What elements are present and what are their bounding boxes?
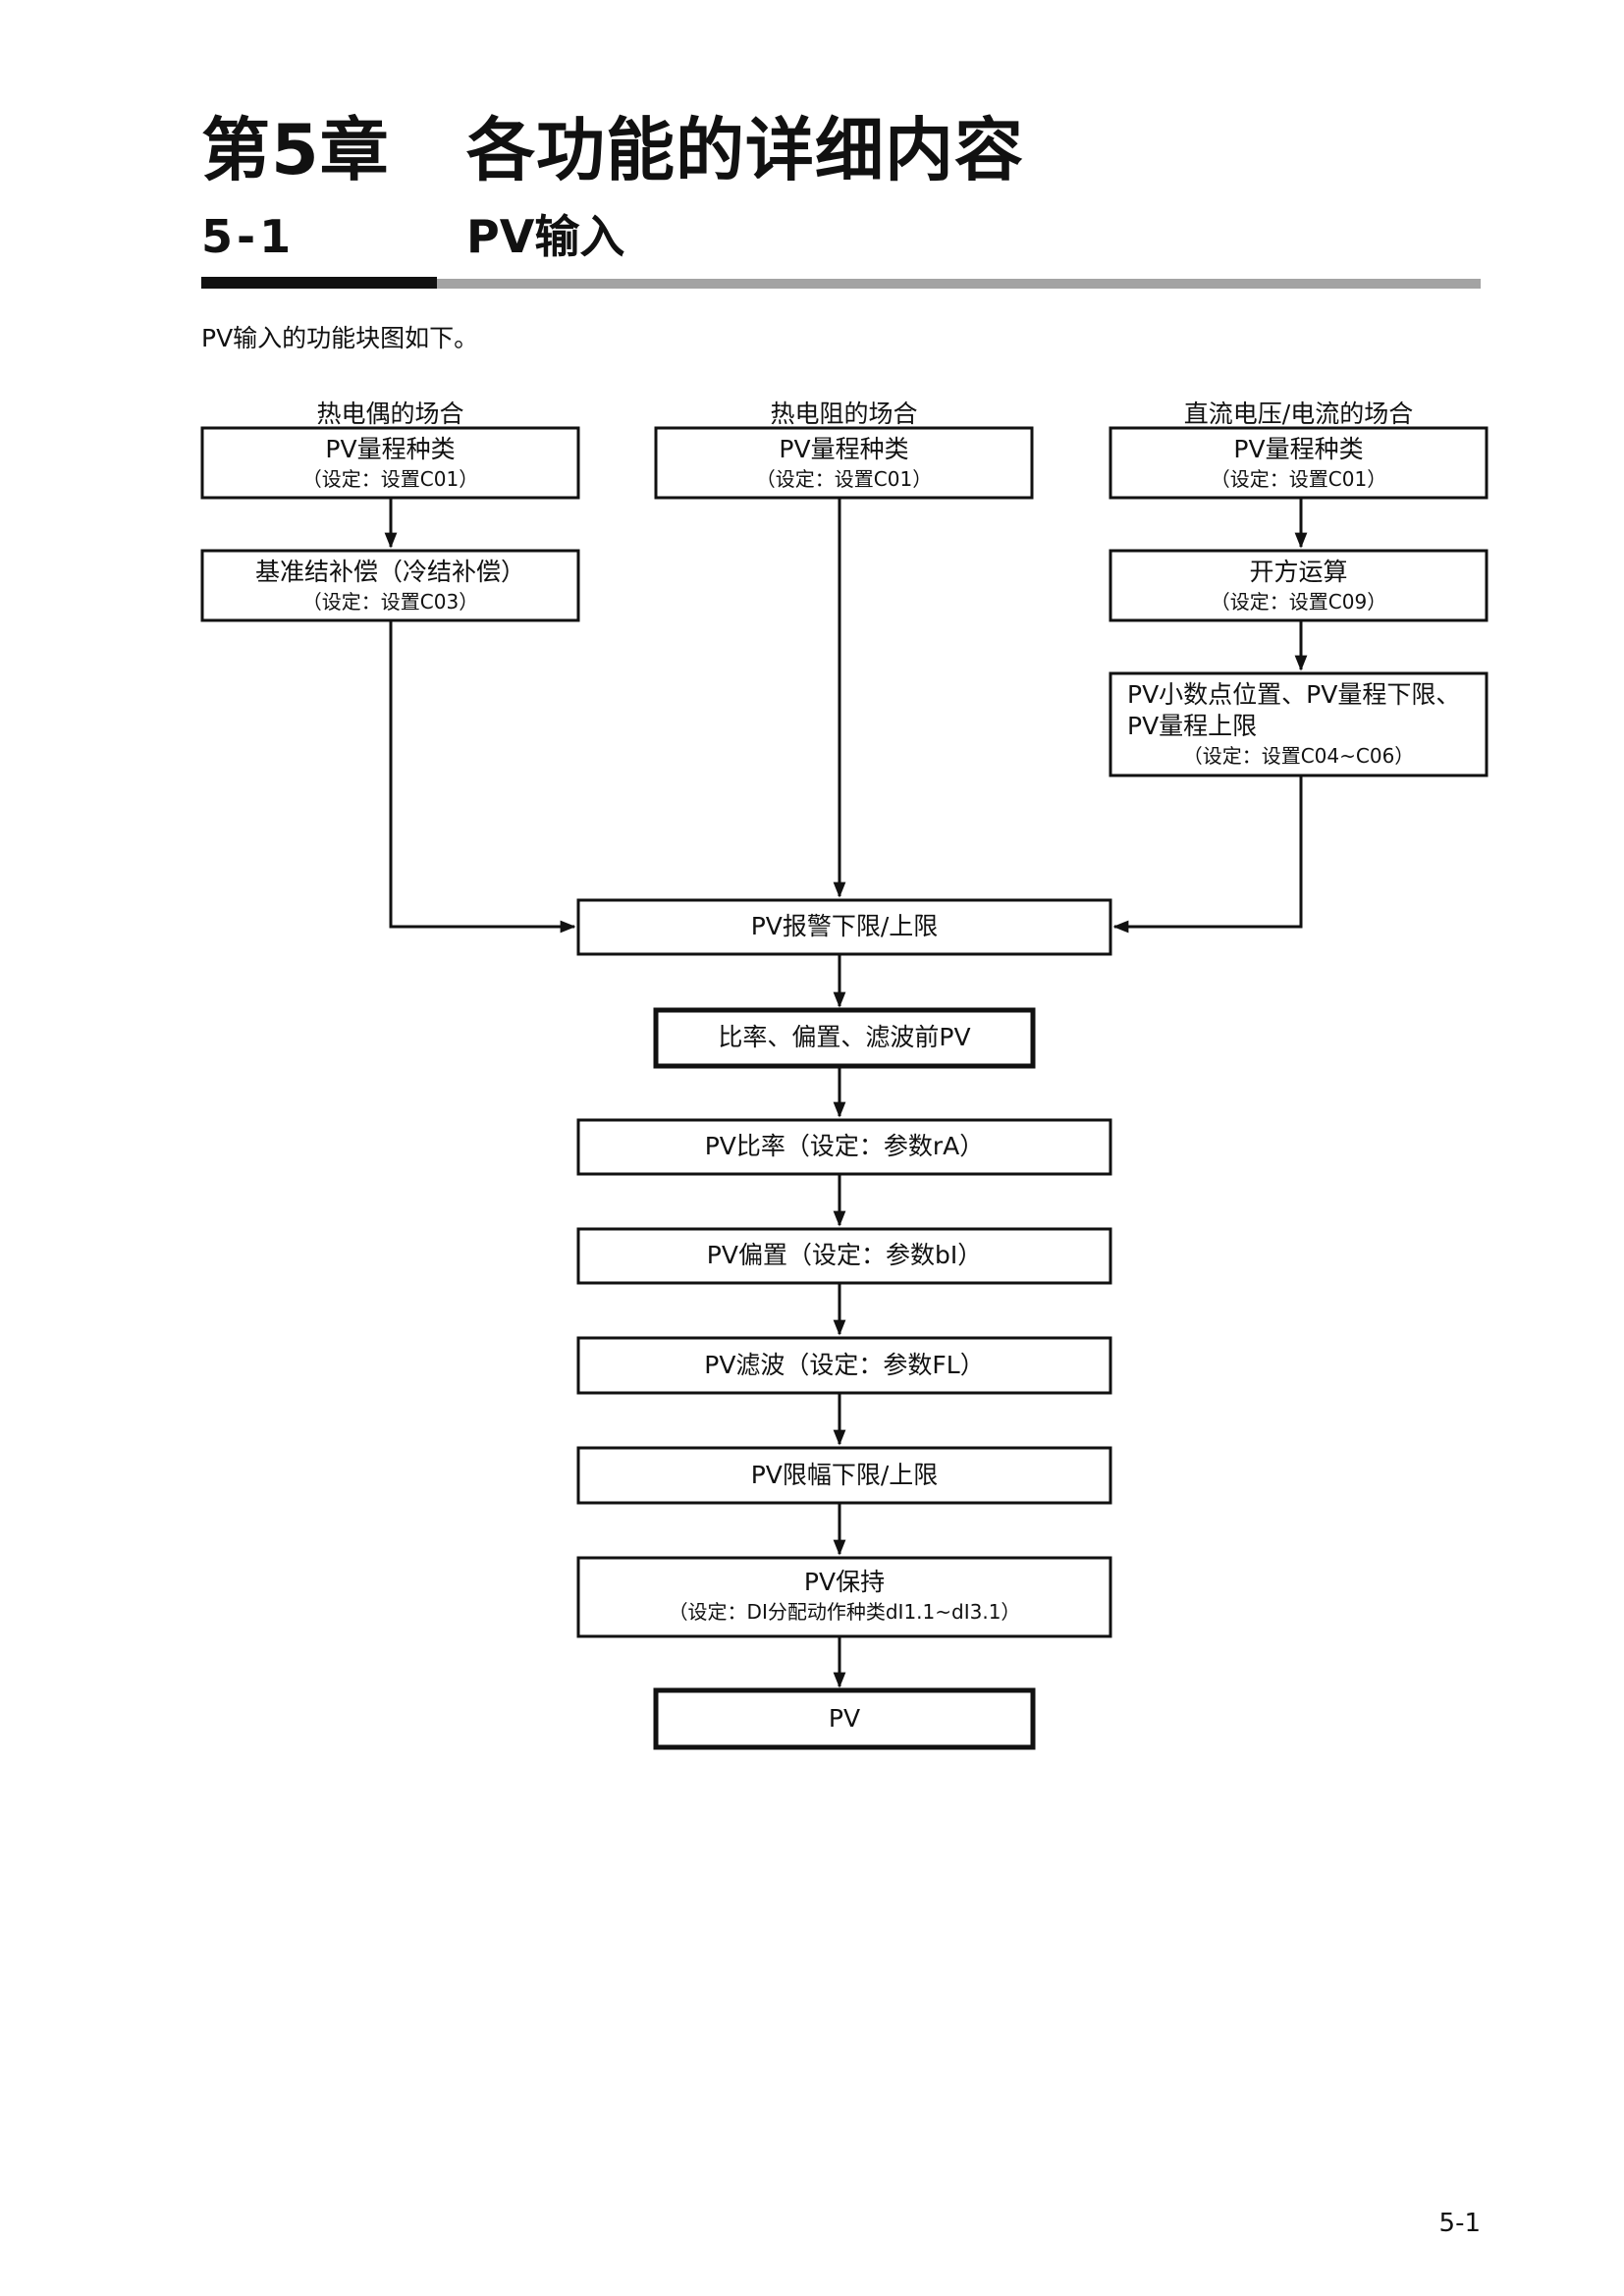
rtd-range-type-box bbox=[654, 426, 1034, 500]
hold-setting: （设定：DI分配动作种类dI1.1~dI3.1） bbox=[668, 1600, 1021, 1624]
tc-range-type-label: PV量程种类 bbox=[325, 435, 456, 463]
hold-label: PV保持 bbox=[803, 1568, 886, 1596]
intro-text: PV输入的功能块图如下。 bbox=[201, 324, 479, 352]
chapter-title: 各功能的详细内容 bbox=[466, 110, 1024, 190]
pre-filter-box bbox=[653, 1007, 1036, 1069]
section-title: PV输入 bbox=[466, 210, 625, 263]
cold-junction-setting: （设定：设置C03） bbox=[301, 590, 479, 614]
section-number: 5-1 bbox=[201, 210, 296, 263]
decimal-range-line1: PV小数点位置、PV量程下限、 bbox=[1127, 680, 1461, 709]
filter-label: PV滤波（设定：参数FL） bbox=[704, 1351, 985, 1379]
tc-range-type-setting: （设定：设置C01） bbox=[301, 467, 479, 491]
dc-range-type-box bbox=[1109, 426, 1489, 500]
title-rule-gray bbox=[437, 279, 1481, 289]
bias-box bbox=[576, 1227, 1112, 1285]
rtd-range-type-label: PV量程种类 bbox=[779, 435, 909, 463]
arrow-cj-to-alarm bbox=[389, 620, 576, 934]
sqrt-label: 开方运算 bbox=[1249, 558, 1348, 586]
arrow-decimal-to-alarm bbox=[1112, 775, 1303, 934]
sqrt-box bbox=[1109, 549, 1489, 622]
pv-output-box bbox=[653, 1687, 1036, 1750]
limit-box bbox=[576, 1446, 1112, 1505]
ratio-label: PV比率（设定：参数rA） bbox=[704, 1132, 985, 1160]
bias-label: PV偏置（设定：参数bI） bbox=[706, 1241, 983, 1269]
ratio-box bbox=[576, 1118, 1112, 1176]
sqrt-setting: （设定：设置C09） bbox=[1210, 590, 1387, 614]
dc-range-type-setting: （设定：设置C01） bbox=[1210, 467, 1387, 491]
limit-label: PV限幅下限/上限 bbox=[750, 1461, 939, 1489]
filter-box bbox=[576, 1336, 1112, 1395]
rtd-range-type-setting: （设定：设置C01） bbox=[755, 467, 933, 491]
alarm-box bbox=[576, 898, 1112, 956]
decimal-range-setting: （设定：设置C04~C06） bbox=[1182, 744, 1415, 768]
pre-filter-label: 比率、偏置、滤波前PV bbox=[718, 1023, 971, 1051]
alarm-label: PV报警下限/上限 bbox=[750, 912, 939, 940]
page-number: 5-1 bbox=[1438, 2209, 1481, 2238]
dc-caption: 直流电压/电流的场合 bbox=[1183, 400, 1414, 428]
hold-box bbox=[576, 1556, 1112, 1638]
cold-junction-label: 基准结补偿（冷结补偿） bbox=[254, 558, 525, 586]
decimal-range-box bbox=[1109, 671, 1489, 777]
chapter-number: 第5章 bbox=[201, 110, 390, 190]
dc-range-type-label: PV量程种类 bbox=[1233, 435, 1364, 463]
rtd-caption: 热电阻的场合 bbox=[770, 400, 918, 428]
pv-output-label: PV bbox=[828, 1704, 861, 1733]
decimal-range-line2: PV量程上限 bbox=[1127, 712, 1258, 740]
tc-caption: 热电偶的场合 bbox=[316, 400, 464, 428]
title-rule-black bbox=[201, 277, 437, 289]
